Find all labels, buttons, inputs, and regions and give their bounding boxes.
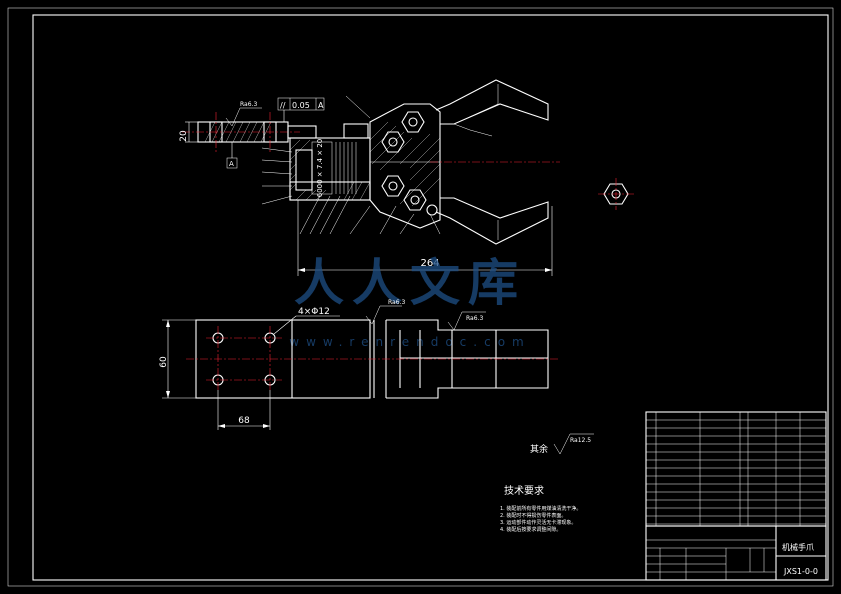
drawing-number: JXS1-0-0 xyxy=(783,567,818,576)
dim-height-20: 20 xyxy=(179,130,189,142)
dim-width-68: 68 xyxy=(238,416,250,426)
svg-text:Ra12.5: Ra12.5 xyxy=(570,437,591,444)
notes-title: 技术要求 xyxy=(504,484,544,497)
dim-holes: 4×Φ12 xyxy=(298,307,330,317)
technical-requirements: 技术要求 1. 装配前所有零件用煤油清洗干净。 2. 装配时不得损伤零件表面。 … xyxy=(500,484,581,533)
tolerance-datum: A xyxy=(318,101,324,110)
inner-border xyxy=(32,14,829,581)
svg-text:其余: 其余 xyxy=(530,443,548,455)
tolerance-value: 0.05 xyxy=(292,101,310,110)
roughness-top: Ra6.3 xyxy=(240,101,257,108)
outer-border xyxy=(7,7,834,587)
svg-text:www.renrendoc.com: www.renrendoc.com xyxy=(289,335,530,349)
section-nut-detail xyxy=(598,178,634,210)
datum-a-label: A xyxy=(229,160,234,168)
note-2: 2. 装配时不得损伤零件表面。 xyxy=(500,512,566,519)
note-1: 1. 装配前所有零件用煤油清洗干净。 xyxy=(500,505,581,512)
general-roughness: 其余 Ra12.5 xyxy=(530,433,594,455)
tolerance-symbol: // xyxy=(280,101,286,110)
datum-a-box xyxy=(226,157,238,169)
svg-text:人人文库: 人人文库 xyxy=(294,254,526,312)
front-view-assembly: 20 // 0.05 A Ra6.3 A 6000 × 7.4 × 20 xyxy=(179,79,560,276)
plan-view: 60 68 4×Φ12 Ra6.3 Ra6.3 xyxy=(159,299,560,430)
spring-label: 6000 × 7.4 × 20 xyxy=(316,139,324,198)
drawing-name: 机械手爪 xyxy=(782,542,814,552)
dim-height-60: 60 xyxy=(159,356,169,368)
note-4: 4. 装配后按要求调整间隙。 xyxy=(500,526,561,533)
dim-length-264: 264 xyxy=(420,258,439,269)
roughness-plan-right: Ra6.3 xyxy=(466,315,483,322)
note-3: 3. 运动部件动作灵活无卡滞现象。 xyxy=(500,519,576,526)
watermark: 人人文库 www.renrendoc.com xyxy=(289,254,530,349)
tolerance-frame xyxy=(277,97,325,111)
title-block: 机械手爪 JXS1-0-0 xyxy=(645,411,827,581)
roughness-plan-left: Ra6.3 xyxy=(388,299,405,306)
